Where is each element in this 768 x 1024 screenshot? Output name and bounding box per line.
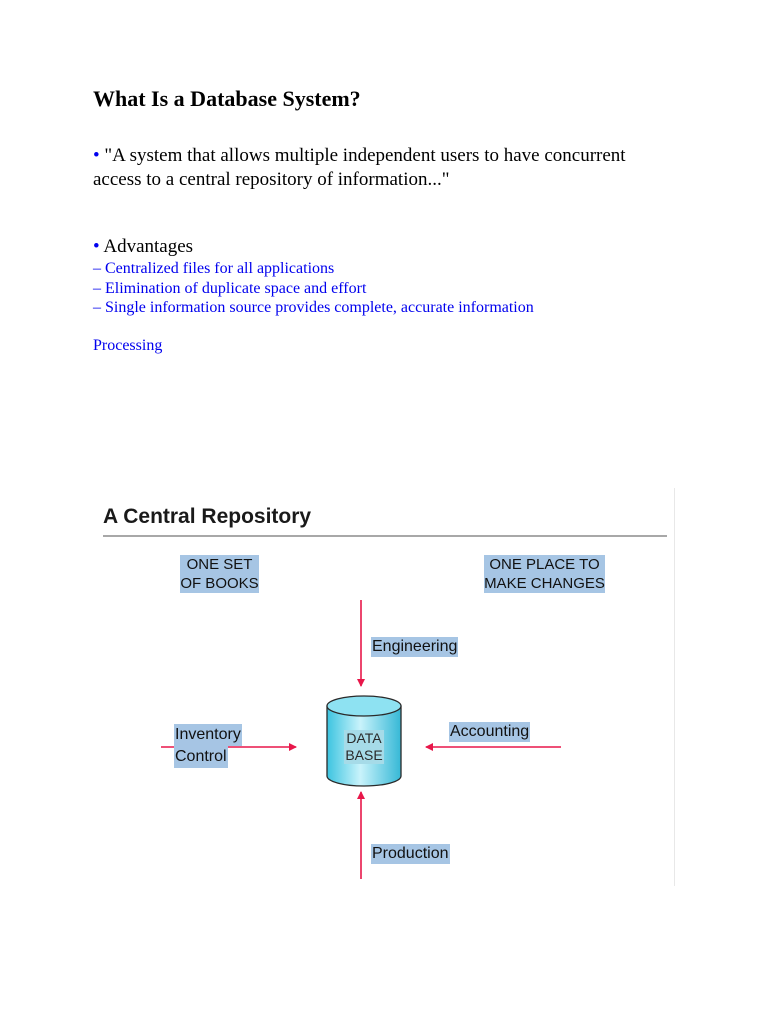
inventory-control-label-line1: Inventory — [174, 724, 242, 746]
one-set-of-books-label: ONE SET OF BOOKS — [180, 555, 259, 593]
advantages-heading: • Advantages — [93, 236, 193, 258]
definition-paragraph: • "A system that allows multiple indepen… — [93, 144, 653, 192]
diagram-title: A Central Repository — [103, 505, 312, 528]
diagram-border — [674, 488, 675, 886]
production-label: Production — [371, 844, 450, 864]
list-item: – Centralized files for all applications — [93, 260, 335, 277]
one-place-to-make-changes-label: ONE PLACE TO MAKE CHANGES — [484, 555, 605, 593]
accounting-label: Accounting — [449, 722, 531, 742]
bullet-icon: • — [93, 145, 100, 166]
list-item: – Elimination of duplicate space and eff… — [93, 279, 367, 297]
title-divider — [103, 535, 667, 537]
page-title: What Is a Database System? — [93, 86, 361, 111]
processing-text: Processing — [93, 337, 163, 354]
database-label: DATA BASE — [344, 730, 384, 764]
inventory-control-label-line2: Control — [174, 746, 228, 768]
advantages-label: Advantages — [103, 236, 194, 257]
diagram-graphics — [161, 600, 561, 879]
engineering-label: Engineering — [371, 637, 459, 657]
advantages-list: – Centralized files for all applications… — [93, 259, 534, 318]
definition-text: "A system that allows multiple independe… — [93, 145, 626, 190]
central-repository-diagram: A Central Repository ONE SET OF BOOKS — [93, 488, 678, 888]
list-item: – Single information source provides com… — [93, 299, 534, 316]
bullet-icon: • — [93, 236, 100, 257]
